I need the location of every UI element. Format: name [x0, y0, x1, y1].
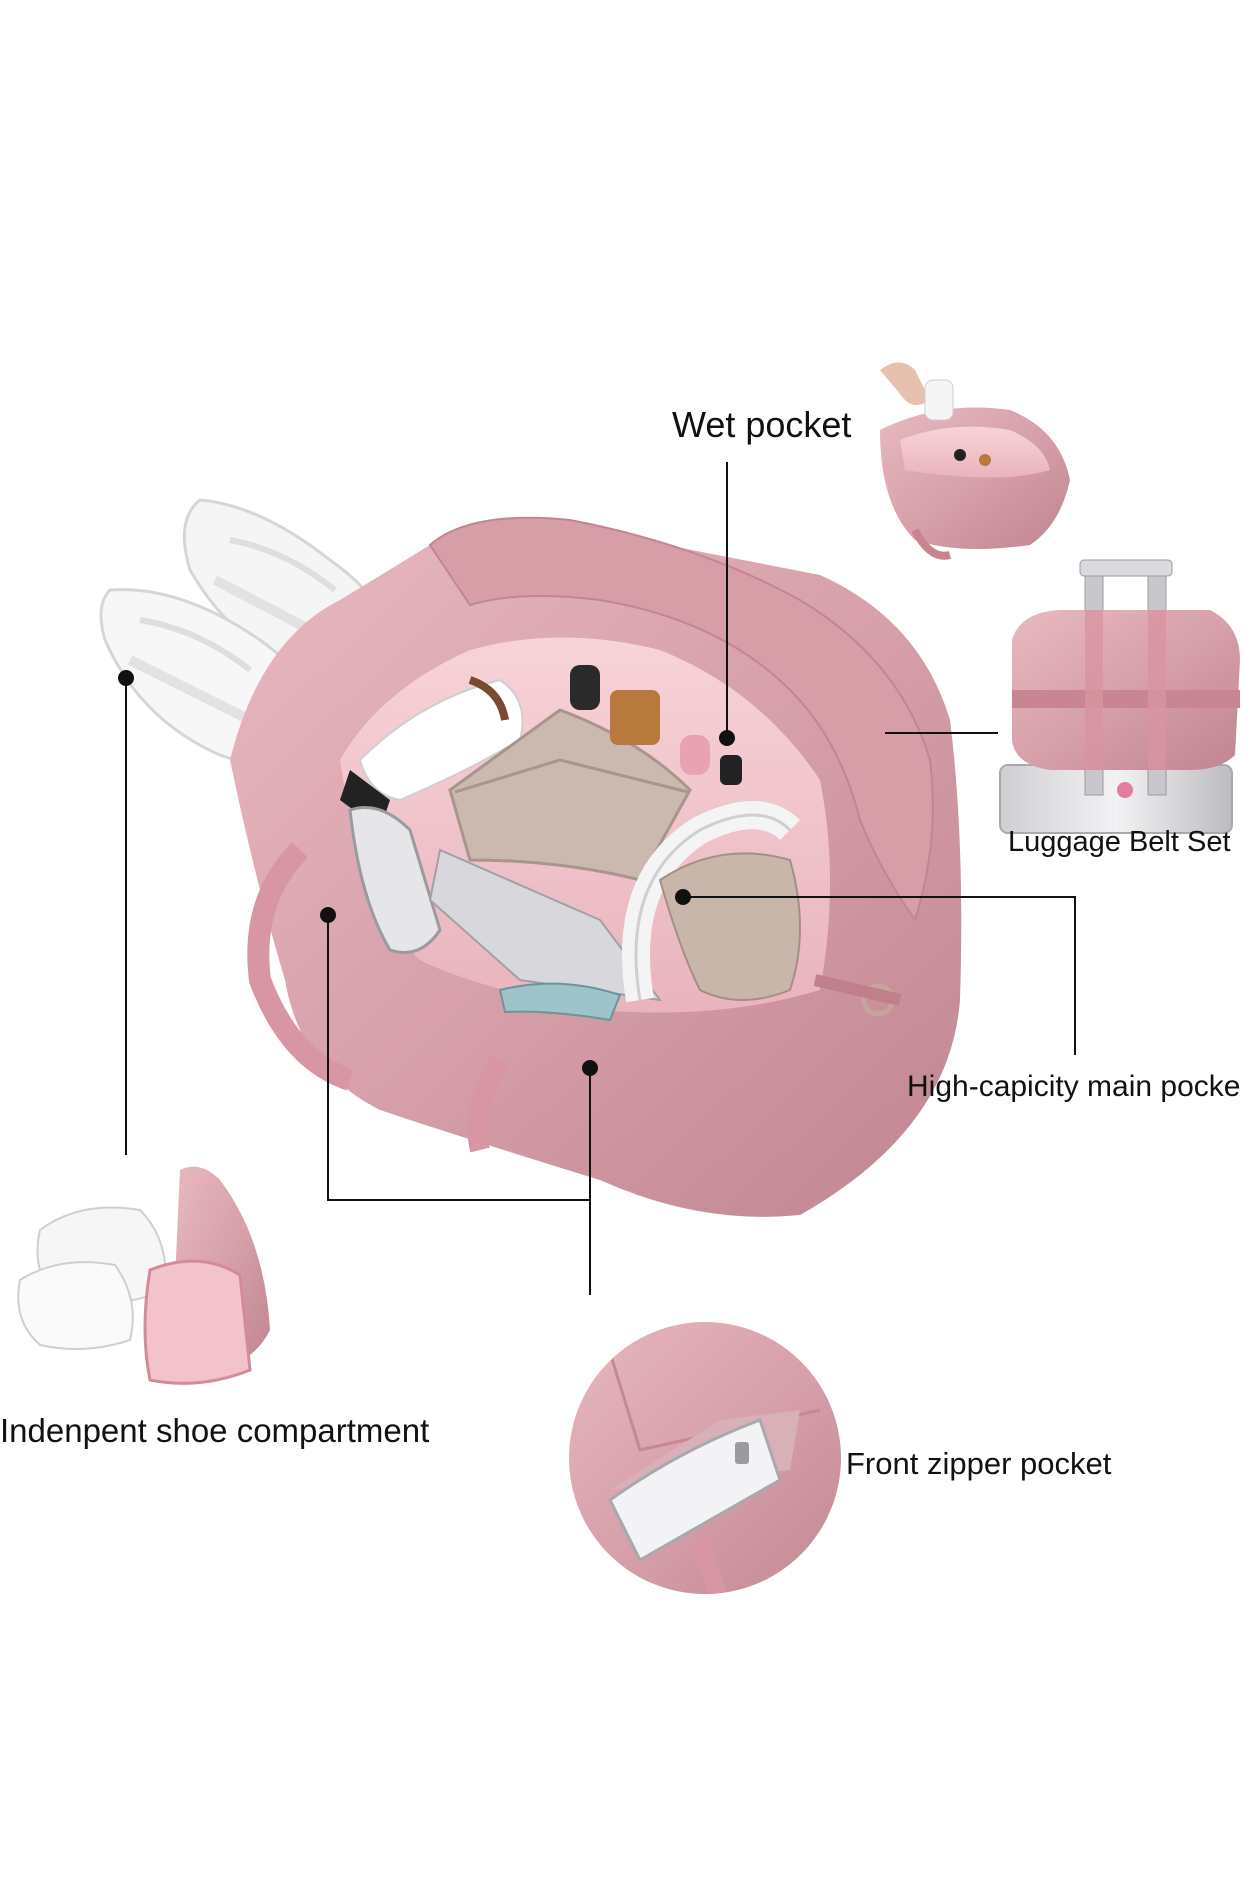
callout-dots: [118, 670, 735, 1076]
luggage-belt-label: Luggage Belt Set: [1008, 826, 1231, 858]
callout-lines: [125, 462, 1076, 1295]
wet-pocket-inset-image: [880, 362, 1070, 560]
duffel-bag-main-image: [230, 516, 962, 1217]
main-pocket-dot: [675, 889, 691, 905]
front-pocket-dot: [582, 1060, 598, 1076]
luggage-belt-inset-image: [999, 559, 1240, 834]
main-pocket-label: High-capicity main pocke: [907, 1070, 1241, 1103]
front-zipper-label: Front zipper pocket: [846, 1446, 1112, 1481]
wet-pocket-label: Wet pocket: [672, 404, 852, 445]
side-handle-dot: [320, 907, 336, 923]
front-zipper-inset-image: [569, 1322, 841, 1594]
shoe-compartment-dot: [118, 670, 134, 686]
wet-pocket-dot: [719, 730, 735, 746]
shoe-compartment-label: Indenpent shoe compartment: [0, 1412, 430, 1449]
shoe-compartment-inset-image: [17, 1166, 270, 1385]
